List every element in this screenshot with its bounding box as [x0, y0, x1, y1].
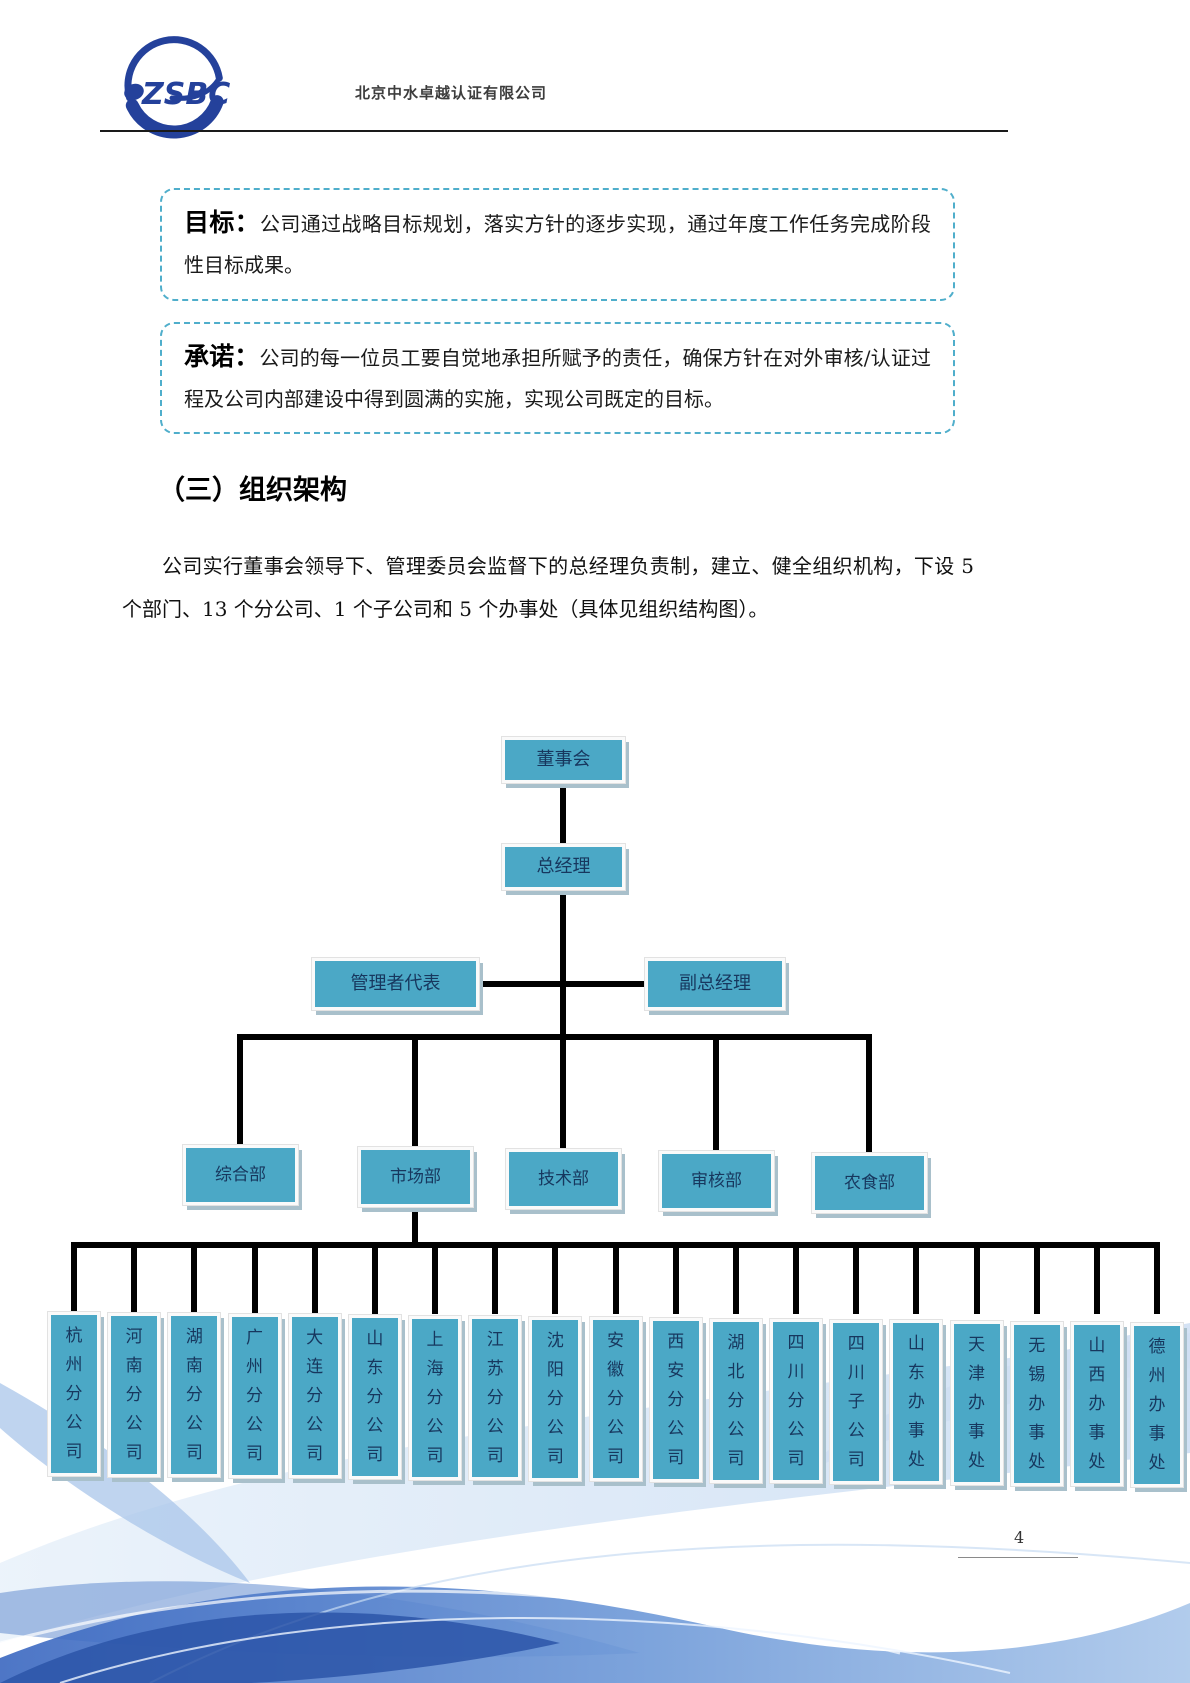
branch-label: 安徽分公司: [607, 1331, 625, 1468]
branch-label: 江苏分公司: [486, 1330, 504, 1467]
connector-branch-stub: [1154, 1248, 1161, 1314]
connector-branch-stub: [1093, 1248, 1100, 1314]
branch-label: 西安分公司: [667, 1332, 685, 1468]
connector-branch-stub: [371, 1248, 378, 1314]
branch-label: 德州办事处: [1148, 1336, 1166, 1473]
connector-branch-stub: [793, 1248, 800, 1314]
branch-label: 河南分公司: [125, 1326, 143, 1463]
logo-inner-curve: [169, 75, 222, 101]
org-node-branch: 上海分公司: [409, 1315, 462, 1480]
org-node-board: 董事会: [502, 737, 625, 783]
org-node-branch: 德州办事处: [1131, 1322, 1184, 1487]
logo-text: ZSBC: [141, 77, 230, 112]
company-name: 北京中水卓越认证有限公司: [355, 84, 548, 102]
goal-label: 目标：: [184, 208, 261, 237]
org-node-dept: 市场部: [358, 1147, 473, 1207]
connector-branch-stub: [552, 1248, 559, 1314]
branch-label: 沈阳分公司: [546, 1330, 564, 1467]
connector-branch-stub: [131, 1248, 138, 1314]
connector-branch-stub: [492, 1248, 499, 1314]
connector-board-gm: [560, 781, 566, 846]
branch-label: 杭州分公司: [65, 1326, 83, 1462]
branch-label: 无锡办事处: [1028, 1335, 1046, 1472]
org-node-dept: 综合部: [183, 1145, 298, 1205]
commitment-paragraph: 承诺：公司的每一位员工要自觉地承担所赋予的责任，确保方针在对外审核/认证过程及公…: [184, 336, 931, 420]
org-node-branch: 江苏分公司: [469, 1316, 522, 1481]
org-node-branch: 山东分公司: [348, 1315, 401, 1479]
org-node-branch: 山西办事处: [1070, 1322, 1123, 1487]
org-node-branch: 广州分公司: [228, 1313, 281, 1478]
org-node-dept: 农食部: [812, 1153, 927, 1213]
connector-dept-stub: [412, 1040, 418, 1156]
org-node-branch: 无锡办事处: [1010, 1321, 1063, 1486]
connector-branch-stub: [71, 1248, 77, 1314]
org-node-branch: 四川子公司: [830, 1319, 883, 1484]
branch-label: 湖北分公司: [727, 1332, 745, 1469]
connector-branch-stub: [432, 1248, 439, 1314]
org-node-branch: 湖北分公司: [709, 1318, 762, 1483]
branch-label: 广州分公司: [246, 1327, 263, 1464]
org-node-management-rep: 管理者代表: [312, 958, 479, 1010]
branch-label: 山东办事处: [907, 1334, 925, 1471]
connector-branch-stub: [853, 1248, 860, 1314]
connector-dept-bus: [237, 1034, 872, 1040]
connector-dept-stub: [237, 1040, 243, 1156]
connector-branch-stub: [612, 1248, 619, 1314]
connector-branch-stub: [251, 1248, 258, 1314]
org-node-branch: 西安分公司: [649, 1318, 702, 1482]
org-node-dept: 审核部: [659, 1151, 774, 1211]
connector-branch-bus: [71, 1242, 1160, 1248]
connector-dept-stub: [866, 1040, 872, 1156]
branch-label: 山西办事处: [1088, 1336, 1106, 1473]
org-node-branch: 大连分公司: [288, 1314, 341, 1479]
branch-label: 四川子公司: [847, 1333, 865, 1470]
body-paragraph: 公司实行董事会领导下、管理委员会监督下的总经理负责制，建立、健全组织机构，下设 …: [122, 554, 974, 621]
org-node-branch: 安徽分公司: [589, 1317, 642, 1482]
connector-branch-stub: [913, 1248, 920, 1314]
branch-label: 四川分公司: [787, 1333, 805, 1470]
org-node-branch: 四川分公司: [770, 1319, 823, 1484]
org-node-branch: 河南分公司: [108, 1312, 161, 1477]
connector-branch-stub: [973, 1248, 980, 1314]
page-number: 4: [1014, 1528, 1025, 1547]
branch-label: 山东分公司: [366, 1329, 384, 1465]
connector-market-drop: [412, 1204, 418, 1246]
goal-paragraph: 目标：公司通过战略目标规划，落实方针的逐步实现，通过年度工作任务完成阶段性目标成…: [184, 202, 931, 286]
org-node-branch: 山东办事处: [890, 1320, 943, 1485]
branch-label: 天津办事处: [968, 1335, 986, 1471]
section-heading: （三）组织架构: [158, 475, 347, 506]
commitment-text: 公司的每一位员工要自觉地承担所赋予的责任，确保方针在对外审核/认证过程及公司内部…: [184, 346, 931, 411]
connector-dept-stub: [560, 1040, 566, 1156]
org-node-branch: 天津办事处: [950, 1321, 1003, 1485]
org-node-branch: 杭州分公司: [48, 1312, 100, 1476]
goal-text: 公司通过战略目标规划，落实方针的逐步实现，通过年度工作任务完成阶段性目标成果。: [184, 212, 931, 277]
commitment-callout-box: 承诺：公司的每一位员工要自觉地承担所赋予的责任，确保方针在对外审核/认证过程及公…: [160, 322, 955, 434]
branch-label: 上海分公司: [426, 1329, 444, 1466]
header-divider: [100, 130, 1008, 132]
connector-branch-stub: [672, 1248, 679, 1314]
connector-branch-stub: [311, 1248, 318, 1314]
org-node-dept: 技术部: [506, 1149, 621, 1209]
page-number-rule: [958, 1557, 1078, 1558]
connector-branch-stub: [191, 1248, 198, 1314]
connector-branch-stub: [1033, 1248, 1040, 1314]
branch-label: 湖南分公司: [185, 1327, 203, 1464]
org-node-general-manager: 总经理: [502, 844, 625, 890]
connector-dept-stub: [713, 1040, 719, 1156]
commitment-label: 承诺：: [184, 342, 260, 371]
branch-label: 大连分公司: [306, 1328, 324, 1465]
logo-top-arc: [124, 36, 223, 102]
logo-drop-icon: [124, 83, 144, 101]
connector-trunk: [560, 888, 566, 1036]
connector-managers: [476, 981, 645, 987]
org-node-branch: 沈阳分公司: [529, 1316, 582, 1481]
org-node-branch: 湖南分公司: [168, 1313, 221, 1478]
org-node-deputy-gm: 副总经理: [645, 958, 785, 1010]
company-logo: ZSBC: [124, 36, 230, 139]
goal-callout-box: 目标：公司通过战略目标规划，落实方针的逐步实现，通过年度工作任务完成阶段性目标成…: [160, 188, 955, 301]
connector-branch-stub: [732, 1248, 739, 1314]
